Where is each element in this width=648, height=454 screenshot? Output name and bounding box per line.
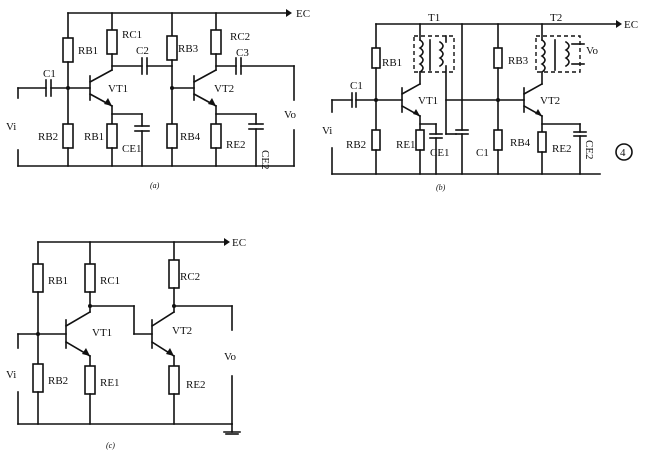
ec-label-c: EC xyxy=(232,237,246,249)
rc2-label: RC2 xyxy=(230,31,250,43)
resistor-re2-b xyxy=(537,131,547,153)
caption-a: (a) xyxy=(150,181,160,190)
caption-c: (c) xyxy=(106,441,115,450)
ec-label-b: EC xyxy=(624,19,638,31)
resistor-rc2-c xyxy=(168,259,180,289)
rb1-label-b: RB1 xyxy=(382,57,402,69)
c2-label: C2 xyxy=(136,45,149,57)
re2-label-c: RE2 xyxy=(186,379,206,391)
rb4-label-b: RB4 xyxy=(510,137,531,149)
resistor-rb3-b xyxy=(493,47,503,69)
diagram-b: EC T1 T2 RB1 C1 Vi RB2 VT1 xyxy=(322,12,638,192)
resistor-rb2-b xyxy=(371,129,381,151)
resistor-rb2-c xyxy=(32,363,44,393)
rb4-label: RB4 xyxy=(180,131,201,143)
vo-label-c: Vo xyxy=(224,351,237,363)
vo-label-b: Vo xyxy=(586,45,599,57)
ce2-label: CE2 xyxy=(259,150,271,170)
t1-secondary-coil xyxy=(438,40,444,68)
vt2-label-c: VT2 xyxy=(172,325,192,337)
resistor-rb1-c xyxy=(32,263,44,293)
re1-label: RB1 xyxy=(84,131,104,143)
vi-label-c: Vi xyxy=(6,369,16,381)
resistor-re1-c xyxy=(84,365,96,395)
re1-label-c: RE1 xyxy=(100,377,120,389)
c1b-label: C1 xyxy=(476,147,489,159)
diagram-c: EC RB1 Vi RB2 VT1 RC1 RE1 xyxy=(6,237,246,450)
figure-number-circle xyxy=(615,143,633,161)
rb2-label: RB2 xyxy=(38,131,58,143)
c1-label-b: C1 xyxy=(350,80,363,92)
resistor-rc1 xyxy=(106,29,118,55)
t2-label: T2 xyxy=(550,12,562,24)
resistor-re1 xyxy=(106,123,118,149)
resistor-rc1-c xyxy=(84,263,96,293)
vt2-label-b: VT2 xyxy=(540,95,560,107)
resistor-rb1 xyxy=(62,37,74,63)
t2-primary-coil xyxy=(540,38,546,74)
rb2-label-c: RB2 xyxy=(48,375,68,387)
re1-label-b: RE1 xyxy=(396,139,416,151)
resistor-rb1-b xyxy=(371,47,381,69)
rc1-label: RC1 xyxy=(122,29,142,41)
vt1-label: VT1 xyxy=(108,83,128,95)
t2-secondary-coil xyxy=(564,40,570,68)
resistor-rc2 xyxy=(210,29,222,55)
vt2-label: VT2 xyxy=(214,83,234,95)
figure-number: 4 xyxy=(620,147,626,159)
rb2-label-b: RB2 xyxy=(346,139,366,151)
diagram-a: EC RB1 C1 Vi RB2 VT1 RC1 xyxy=(6,8,310,190)
resistor-re1-b xyxy=(415,129,425,151)
t1-primary-coil xyxy=(418,38,424,74)
resistor-re2-c xyxy=(168,365,180,395)
ce1-label-b: CE1 xyxy=(430,147,450,159)
rc2-label-c: RC2 xyxy=(180,271,200,283)
resistor-re2 xyxy=(210,123,222,149)
vi-label: Vi xyxy=(6,121,16,133)
caption-b: (b) xyxy=(436,183,446,192)
c1-label: C1 xyxy=(43,68,56,80)
rb3-label-b: RB3 xyxy=(508,55,529,67)
resistor-rb2 xyxy=(62,123,74,149)
rb3-label: RB3 xyxy=(178,43,199,55)
resistor-rb4 xyxy=(166,123,178,149)
resistor-rb3 xyxy=(166,35,178,61)
c3-label: C3 xyxy=(236,47,249,59)
vo-label: Vo xyxy=(284,109,297,121)
ce1-label: CE1 xyxy=(122,143,142,155)
t1-label: T1 xyxy=(428,12,440,24)
rc1-label-c: RC1 xyxy=(100,275,120,287)
rb1-label-c: RB1 xyxy=(48,275,68,287)
transformer-t1 xyxy=(413,35,455,73)
ce2-label-b: CE2 xyxy=(583,140,595,160)
transformer-t2 xyxy=(535,35,581,73)
re2-label: RE2 xyxy=(226,139,246,151)
rb1-label: RB1 xyxy=(78,45,98,57)
resistor-rb4-b xyxy=(493,129,503,151)
ec-label: EC xyxy=(296,8,310,20)
re2-label-b: RE2 xyxy=(552,143,572,155)
vi-label-b: Vi xyxy=(322,125,332,137)
vt1-label-b: VT1 xyxy=(418,95,438,107)
vt1-label-c: VT1 xyxy=(92,327,112,339)
